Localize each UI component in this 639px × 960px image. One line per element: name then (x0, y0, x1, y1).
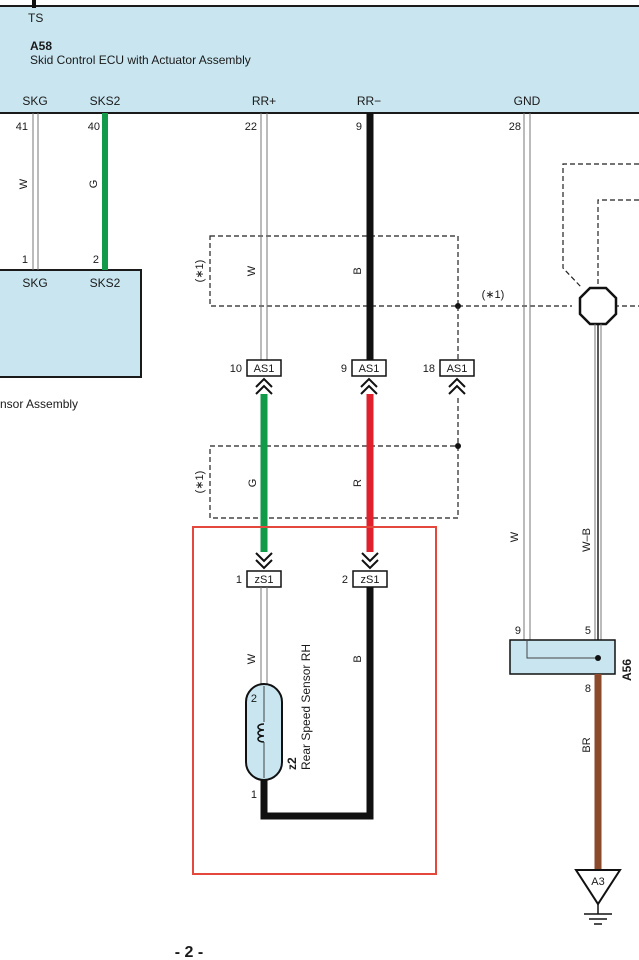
wire-color-sks2: G (88, 180, 100, 189)
ecu-code: A58 (30, 39, 52, 53)
page-number: - 2 - (175, 944, 203, 960)
wire-color-rr-plus-mid: G (247, 479, 259, 488)
junction-code: A56 (620, 659, 634, 681)
sensor-assembly-pin-2: 2 (93, 254, 99, 266)
ecu-terminal-rr-plus: RR+ (252, 94, 276, 108)
ecu-terminal-skg: SKG (22, 94, 47, 108)
shield-line-top-right-1 (562, 163, 639, 289)
ecu-top-label: TS (28, 11, 43, 25)
chevron-zs1-2 (361, 552, 379, 570)
note-lower: (∗1) (194, 471, 206, 494)
speed-sensor-body (245, 683, 283, 781)
speed-sensor-pin-bottom: 1 (251, 789, 257, 801)
splice-lower (455, 443, 461, 449)
connector-as1-9 (351, 359, 387, 377)
wire-color-skg: W (18, 178, 30, 189)
coil-icon (257, 723, 265, 743)
sensor-assembly-name: nsor Assembly (0, 397, 78, 411)
ecu-terminal-rr-minus: RR− (357, 94, 381, 108)
speed-sensor-name: Rear Speed Sensor RH (299, 644, 313, 770)
sensor-assembly-terminal-sks2: SKS2 (90, 276, 121, 290)
wire-color-rr-plus-upper: W (246, 265, 258, 276)
note-upper: (∗1) (194, 260, 206, 283)
shield-box-lower (209, 445, 459, 519)
shield-box-upper (209, 235, 459, 307)
wire-color-rr-plus-lower: W (246, 653, 258, 664)
ecu-box (0, 5, 639, 114)
ecu-terminal-sks2: SKS2 (90, 94, 121, 108)
chevron-as1-9 (360, 377, 378, 395)
connector-zs1-1-pin: 1 (236, 574, 242, 586)
chevron-as1-10 (255, 377, 273, 395)
connector-as1-10 (246, 359, 282, 377)
wire-color-rr-minus-mid: R (352, 479, 364, 487)
wire-color-gnd-br: BR (581, 737, 593, 752)
wire-color-rr-minus-upper: B (352, 267, 364, 274)
sensor-assembly-terminal-skg: SKG (22, 276, 47, 290)
ecu-pin-28: 28 (509, 121, 521, 133)
junction-a56-internal (526, 640, 598, 659)
shield-line-top-right-2 (597, 199, 639, 288)
wire-color-gnd-wb: W–B (581, 528, 593, 552)
speed-sensor-code: z2 (285, 757, 299, 770)
connector-zs1-1-label: zS1 (255, 574, 274, 586)
ground-splice-octagon (578, 286, 618, 326)
chevron-zs1-1 (255, 552, 273, 570)
highlight-frame (192, 526, 437, 875)
note-right: (∗1) (482, 289, 505, 301)
junction-a56-splice (595, 655, 601, 661)
speed-sensor-pin-top: 2 (251, 693, 257, 705)
sensor-assembly-box (0, 269, 142, 378)
ecu-terminal-gnd: GND (514, 94, 541, 108)
chevron-as1-18 (448, 377, 466, 395)
ecu-pin-22: 22 (245, 121, 257, 133)
connector-as1-10-label: AS1 (254, 363, 275, 375)
ecu-pin-40: 40 (88, 121, 100, 133)
wire-color-gnd-w: W (509, 531, 521, 542)
connector-zs1-1 (246, 570, 282, 588)
ecu-pin-41: 41 (16, 121, 28, 133)
junction-pin-left: 9 (515, 625, 521, 637)
ground-a3-marker (574, 869, 622, 906)
connector-as1-18-pin: 18 (423, 363, 435, 375)
wire-rr-minus-lower (260, 587, 374, 820)
connector-as1-9-pin: 9 (341, 363, 347, 375)
connector-as1-18-label: AS1 (447, 363, 468, 375)
connector-as1-18 (439, 359, 475, 377)
wire-color-rr-minus-lower: B (352, 655, 364, 662)
connector-as1-10-pin: 10 (230, 363, 242, 375)
ground-code: A3 (591, 876, 604, 888)
connector-zs1-2-pin: 2 (342, 574, 348, 586)
sensor-assembly-pin-1: 1 (22, 254, 28, 266)
connector-zs1-2-label: zS1 (361, 574, 380, 586)
connector-as1-9-label: AS1 (359, 363, 380, 375)
ecu-name: Skid Control ECU with Actuator Assembly (30, 53, 251, 67)
junction-pin-right: 5 (585, 625, 591, 637)
ecu-pin-9: 9 (356, 121, 362, 133)
junction-pin-bottom: 8 (585, 683, 591, 695)
